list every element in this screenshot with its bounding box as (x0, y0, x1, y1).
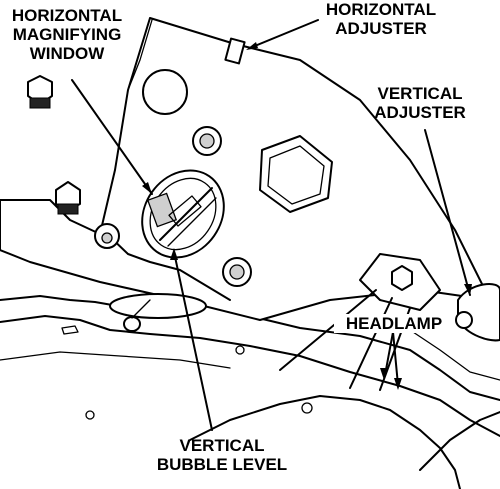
label-horizontal-adjuster: HORIZONTAL ADJUSTER (316, 0, 446, 38)
label-headlamp: HEADLAMP (334, 314, 454, 333)
label-line: ADJUSTER (335, 19, 427, 38)
label-line: HORIZONTAL (325, 0, 437, 19)
lower-pin (109, 293, 207, 332)
label-line: ADJUSTER (374, 103, 466, 122)
level-window-assembly (141, 169, 225, 259)
label-vertical-bubble-level: VERTICAL BUBBLE LEVEL (142, 436, 302, 474)
label-horizontal-magnifying-window: HORIZONTAL MAGNIFYING WINDOW (0, 6, 134, 63)
fasteners (94, 126, 252, 287)
label-line: WINDOW (29, 44, 105, 63)
leader-lines (71, 19, 472, 431)
label-line: HORIZONTAL (11, 6, 123, 25)
left-bolts (27, 75, 81, 215)
label-line: VERTICAL (377, 84, 463, 103)
hex-nut (259, 135, 333, 213)
label-line: BUBBLE LEVEL (156, 455, 288, 474)
label-vertical-adjuster: VERTICAL ADJUSTER (360, 84, 480, 122)
vertical-adjuster-knob (455, 283, 500, 342)
horizontal-adjuster-stud (224, 37, 246, 65)
label-line: VERTICAL (179, 436, 265, 455)
label-line: MAGNIFYING (12, 25, 122, 44)
label-line: HEADLAMP (345, 314, 443, 333)
